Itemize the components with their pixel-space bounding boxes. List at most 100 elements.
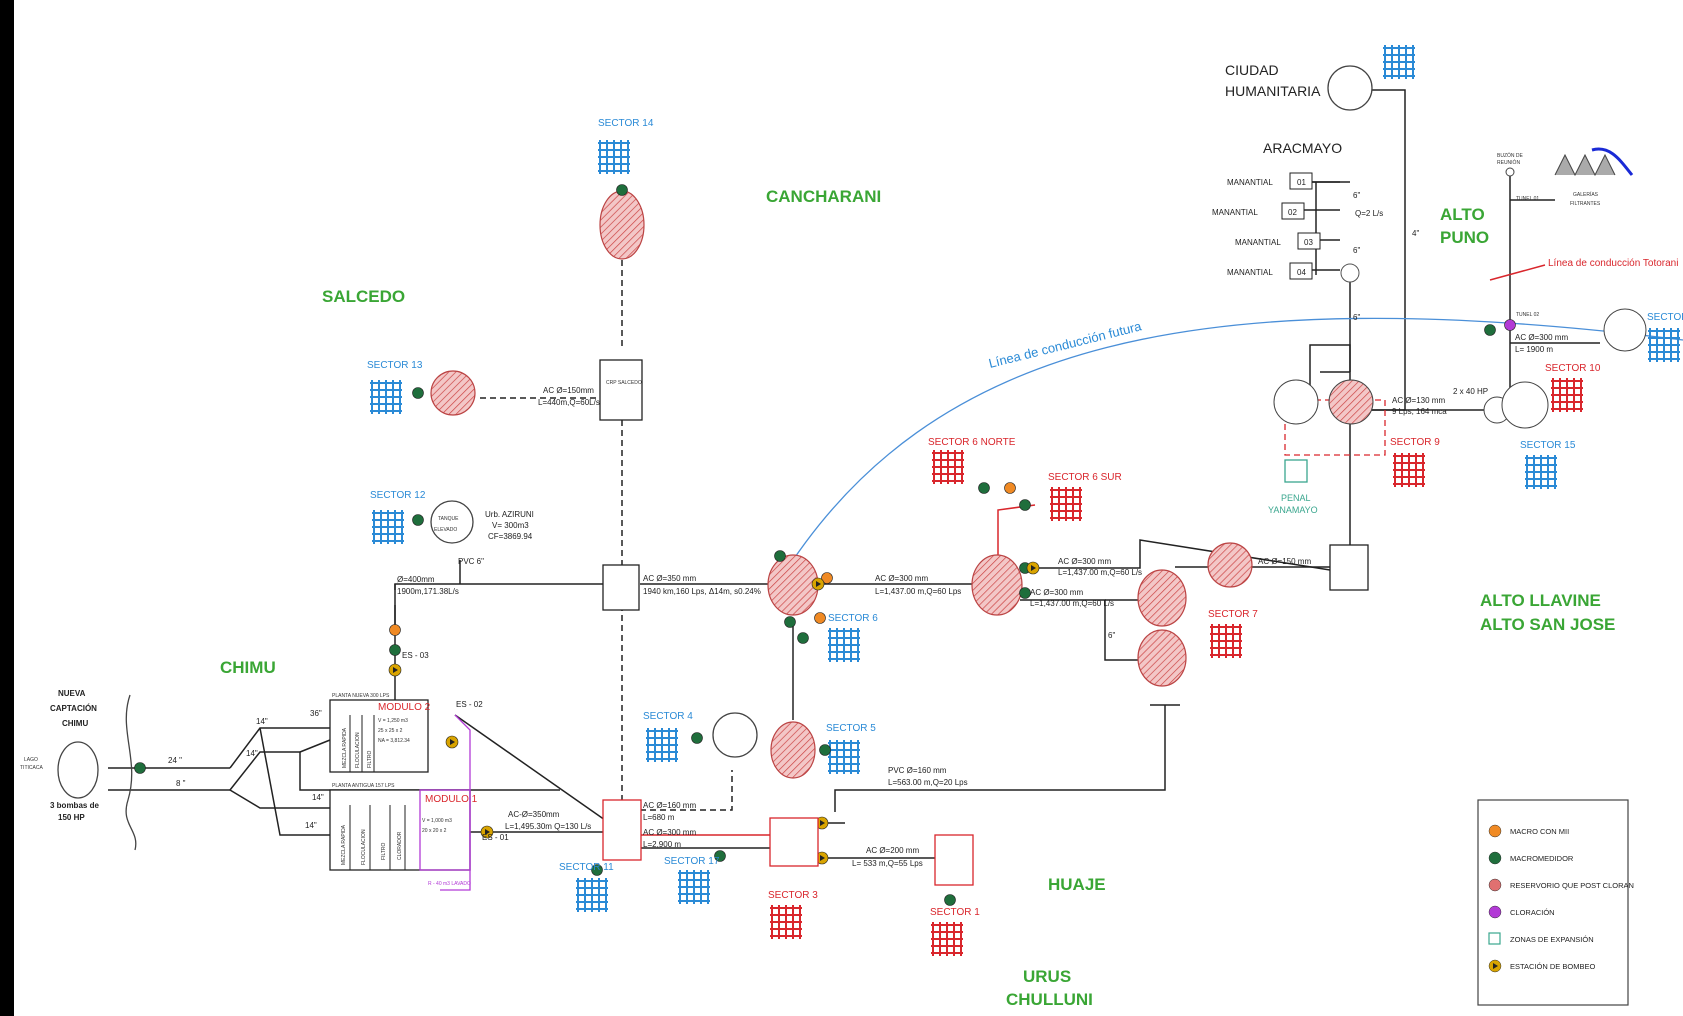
ac350-flow-label: 1940 km,160 Lps, Δ14m, s0.24% <box>643 587 761 596</box>
pvc6-label: PVC 6" <box>458 557 484 566</box>
zone-alto-puno-2: PUNO <box>1440 228 1489 247</box>
sector-8-grid <box>1648 328 1680 362</box>
modulo2-label: MODULO 2 <box>378 702 431 713</box>
sector-17-grid <box>678 870 710 904</box>
sector-13-grid <box>370 380 402 414</box>
ciudad-label-2: HUMANITARIA <box>1225 83 1321 99</box>
sector-9-label: SECTOR 9 <box>1390 437 1440 448</box>
modulo2-volume: V = 1,250 m3 <box>378 718 408 724</box>
macromedidor-marker <box>1020 588 1031 599</box>
sector-7-grid <box>1210 624 1242 658</box>
lavado-label: R - 40 m3 LAVADO <box>428 881 471 887</box>
macromedidor-marker <box>1485 325 1496 336</box>
zone-salcedo: SALCEDO <box>322 287 405 306</box>
alto-puno-reservoir <box>1502 382 1548 428</box>
pump-2x40hp-label: 2 x 40 HP <box>1453 387 1488 396</box>
cloracion-marker <box>1505 320 1516 331</box>
legend-swatch <box>1489 933 1500 944</box>
sector-1-grid <box>931 922 963 956</box>
manantial-01-num: 01 <box>1297 178 1306 187</box>
pipe-14in-3: 14" <box>312 793 324 802</box>
sector-10-label: SECTOR 10 <box>1545 363 1601 374</box>
ac130-label: AC Ø=130 mm <box>1392 396 1445 405</box>
es03-label: ES - 03 <box>402 651 429 660</box>
macromedidor-marker <box>692 733 703 744</box>
galerias-label-2: FILTRANTES <box>1570 201 1601 207</box>
manantial-03-label: MANANTIAL <box>1235 238 1281 247</box>
pvc160-label: PVC Ø=160 mm <box>888 766 947 775</box>
manantial-04-label: MANANTIAL <box>1227 268 1273 277</box>
bombas-label-2: 150 HP <box>58 813 85 822</box>
sector-4-label: SECTOR 4 <box>643 711 693 722</box>
macromedidor-marker <box>413 515 424 526</box>
sector-6-grid <box>828 628 860 662</box>
galerias-filtrantes <box>1555 149 1632 175</box>
planta-nueva-col3: FILTRO <box>367 750 373 768</box>
zone-chimu: CHIMU <box>220 658 276 677</box>
sector-12-label: SECTOR 12 <box>370 490 426 501</box>
es02-label: ES - 02 <box>456 700 483 709</box>
macro-mii-marker <box>815 613 826 624</box>
manantial-03-num: 03 <box>1304 238 1313 247</box>
ciudad-label-1: CIUDAD <box>1225 62 1279 78</box>
legend-item: RESERVORIO QUE POST CLORAN <box>1489 879 1634 891</box>
ciudad-humanitaria-tank <box>1328 66 1372 110</box>
pipe-6in-lower: 6" <box>1108 631 1115 640</box>
sector-6-norte-grid <box>932 450 964 484</box>
ac300-label: AC Ø=300 mm <box>875 574 928 583</box>
ac300-flow-label-3: L=1,437.00 m,Q=60 L/s <box>1030 599 1114 608</box>
lago-label-2: TITICACA <box>20 765 43 771</box>
azirumi-label-1: Urb. AZIRUNI <box>485 510 534 519</box>
galerias-label-1: GALERÍAS <box>1573 191 1599 198</box>
pipe-14in-2: 14" <box>246 749 258 758</box>
macromedidor-marker <box>785 617 796 628</box>
ac160-label: AC Ø=160 mm <box>643 801 696 810</box>
modulo1-volume: V = 1,000 m3 <box>422 818 452 824</box>
azirumi-label-2: V= 300m3 <box>492 521 529 530</box>
modulo2-level: NA = 3,812.34 <box>378 738 410 744</box>
penal-reservoir <box>1274 380 1318 424</box>
aracmayo-6in-1: 6" <box>1353 191 1360 200</box>
manantial-02-label: MANANTIAL <box>1212 208 1258 217</box>
reservoir-salcedo <box>431 371 475 415</box>
ac350m-label: AC-Ø=350mm <box>508 810 560 819</box>
reservoir-upper-right <box>1208 543 1252 587</box>
zone-cancharani: CANCHARANI <box>766 187 881 206</box>
legend-item-label: ESTACIÓN DE BOMBEO <box>1510 962 1595 971</box>
macromedidor-marker <box>413 388 424 399</box>
macromedidor-marker <box>979 483 990 494</box>
legend-item-label: CLORACIÓN <box>1510 908 1555 917</box>
crp-salcedo-label: CRP SALCEDO <box>606 380 642 386</box>
totorani-reservoir <box>1604 309 1646 351</box>
linea-totorani-label: Línea de conducción Totorani <box>1548 258 1678 269</box>
legend-swatch <box>1489 825 1501 837</box>
macromedidor-marker <box>798 633 809 644</box>
ac300-label-2: AC Ø=300 mm <box>1058 557 1111 566</box>
sector4-reservoir <box>713 713 757 757</box>
planta-nueva-col2: FLOCULACION <box>355 732 361 768</box>
pipe-4in-label: 4" <box>1412 229 1419 238</box>
sector-11-grid <box>576 878 608 912</box>
zone-urus-2: CHULLUNI <box>1006 990 1093 1009</box>
buzon-label-2: REUNIÓN <box>1497 159 1520 166</box>
sector-13-label: SECTOR 13 <box>367 360 423 371</box>
ac200-flow: L= 533 m,Q=55 Lps <box>852 859 923 868</box>
planta-antigua-col1: MEZCLA RAPIDA <box>341 824 347 865</box>
lago-label-1: LAGO <box>24 757 38 763</box>
sector-9-grid <box>1393 453 1425 487</box>
legend-item-label: ZONAS DE EXPANSIÓN <box>1510 935 1594 944</box>
planta-antigua-col3: FILTRO <box>381 842 387 860</box>
legend-item-label: RESERVORIO QUE POST CLORAN <box>1510 881 1634 890</box>
modulo2-dims: 25 x 25 x 2 <box>378 728 403 734</box>
macromedidor-marker <box>135 763 146 774</box>
reservoir-sector7-a <box>1138 570 1186 626</box>
ac300m-label: AC Ø=300 mm <box>643 828 696 837</box>
ac300-flow-label: L=1,437.00 m,Q=60 Lps <box>875 587 961 596</box>
manantial-02-num: 02 <box>1288 208 1297 217</box>
legend-item-label: MACROMEDIDOR <box>1510 854 1574 863</box>
legend-swatch <box>1489 879 1501 891</box>
sector-10-grid <box>1551 378 1583 412</box>
ac350-label: AC Ø=350 mm <box>643 574 696 583</box>
intake-circle <box>58 742 98 798</box>
